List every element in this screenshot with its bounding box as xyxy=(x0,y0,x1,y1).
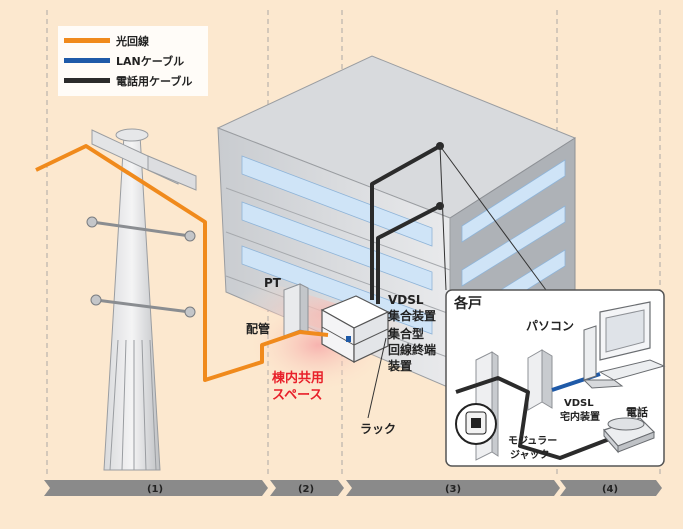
legend-item-phone: 電話用ケーブル xyxy=(64,74,192,88)
section-arrows xyxy=(44,480,662,496)
inset-title: 各戸 xyxy=(453,295,482,312)
legend-swatch-optical xyxy=(64,38,110,43)
label-termination-2: 回線終端 xyxy=(388,342,436,357)
label-shared-space-2: スペース xyxy=(272,388,322,403)
modular-jack-icon xyxy=(455,403,497,445)
legend-label-phone: 電話用ケーブル xyxy=(116,74,192,88)
label-vdsl-home-1: VDSL xyxy=(564,398,594,409)
inset-phone-cable xyxy=(455,376,613,460)
label-jack-2: ジャック xyxy=(510,449,550,461)
computer-icon xyxy=(582,301,666,389)
legend-swatch-phone xyxy=(64,78,110,83)
callout-lines xyxy=(439,145,547,291)
building-phone-cables xyxy=(370,144,441,304)
legend-label-lan: LANケーブル xyxy=(116,54,184,68)
label-vdsl-1: VDSL xyxy=(388,293,424,307)
section-labels: (1) (2) (3) (4) xyxy=(147,484,618,495)
optical-fiber-line xyxy=(35,144,329,382)
household-inset: 各戸 xyxy=(445,289,666,467)
pt-box xyxy=(283,283,309,337)
label-vdsl-2: 集合装置 xyxy=(387,308,436,323)
section-label-1: (1) xyxy=(147,484,163,495)
legend-item-lan: LANケーブル xyxy=(64,54,184,68)
legend-label-optical: 光回線 xyxy=(115,34,149,48)
section-arrow-2 xyxy=(270,480,344,496)
legend: 光回線 LANケーブル 電話用ケーブル xyxy=(58,26,208,96)
label-termination-1: 集合型 xyxy=(387,326,424,341)
label-shared-space-1: 棟内共用 xyxy=(272,370,324,386)
telephone-icon xyxy=(602,417,656,454)
utility-pole xyxy=(86,128,197,471)
section-arrow-1 xyxy=(44,480,268,496)
legend-item-optical: 光回線 xyxy=(64,34,149,48)
apartment-building xyxy=(216,55,577,390)
section-label-2: (2) xyxy=(298,484,314,495)
legend-swatch-lan xyxy=(64,58,110,63)
label-vdsl-home-2: 宅内装置 xyxy=(560,410,600,423)
equipment-rack xyxy=(320,295,390,364)
label-phone: 電話 xyxy=(626,405,648,419)
label-pc: パソコン xyxy=(526,319,574,333)
label-pt: PT xyxy=(264,276,282,290)
label-haikan: 配管 xyxy=(246,321,270,336)
vdsl-home-device xyxy=(527,349,553,411)
label-rack: ラック xyxy=(360,422,396,436)
section-arrow-4 xyxy=(560,480,662,496)
leader-lines xyxy=(367,337,387,419)
section-label-4: (4) xyxy=(602,484,618,495)
section-label-3: (3) xyxy=(445,484,461,495)
label-jack-1: モジュラー xyxy=(508,435,557,447)
section-arrow-3 xyxy=(346,480,560,496)
label-termination-3: 装置 xyxy=(387,358,412,373)
